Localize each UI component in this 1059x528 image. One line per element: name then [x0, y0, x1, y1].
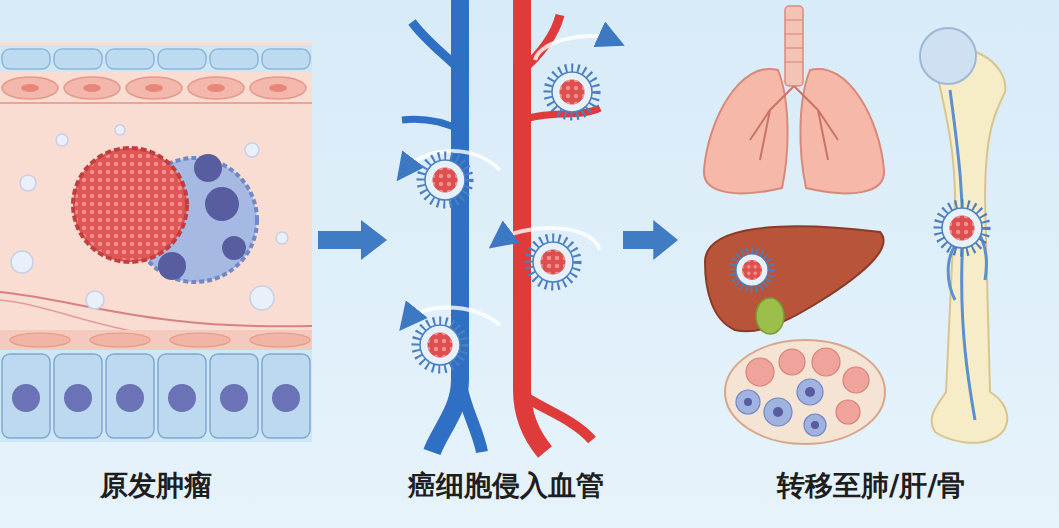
liver [705, 226, 884, 334]
tissue-cross-section [725, 340, 885, 444]
lungs [704, 6, 884, 193]
flow-arrow [623, 220, 678, 260]
tissue-section [0, 42, 312, 442]
tumor-mass [73, 148, 257, 282]
stage-caption: 癌细胞侵入血管 [408, 468, 604, 504]
stage-caption: 原发肿瘤 [100, 468, 212, 504]
stage-panel: 原发肿瘤 [0, 0, 312, 528]
flow-arrow [318, 220, 387, 260]
stage-panel: 转移至肺/肝/骨 [686, 0, 1056, 528]
stage-caption: 转移至肺/肝/骨 [777, 468, 965, 504]
femur [920, 28, 1007, 443]
stage-panel: 癌细胞侵入血管 [395, 0, 617, 528]
blood-vessels [402, 0, 612, 452]
